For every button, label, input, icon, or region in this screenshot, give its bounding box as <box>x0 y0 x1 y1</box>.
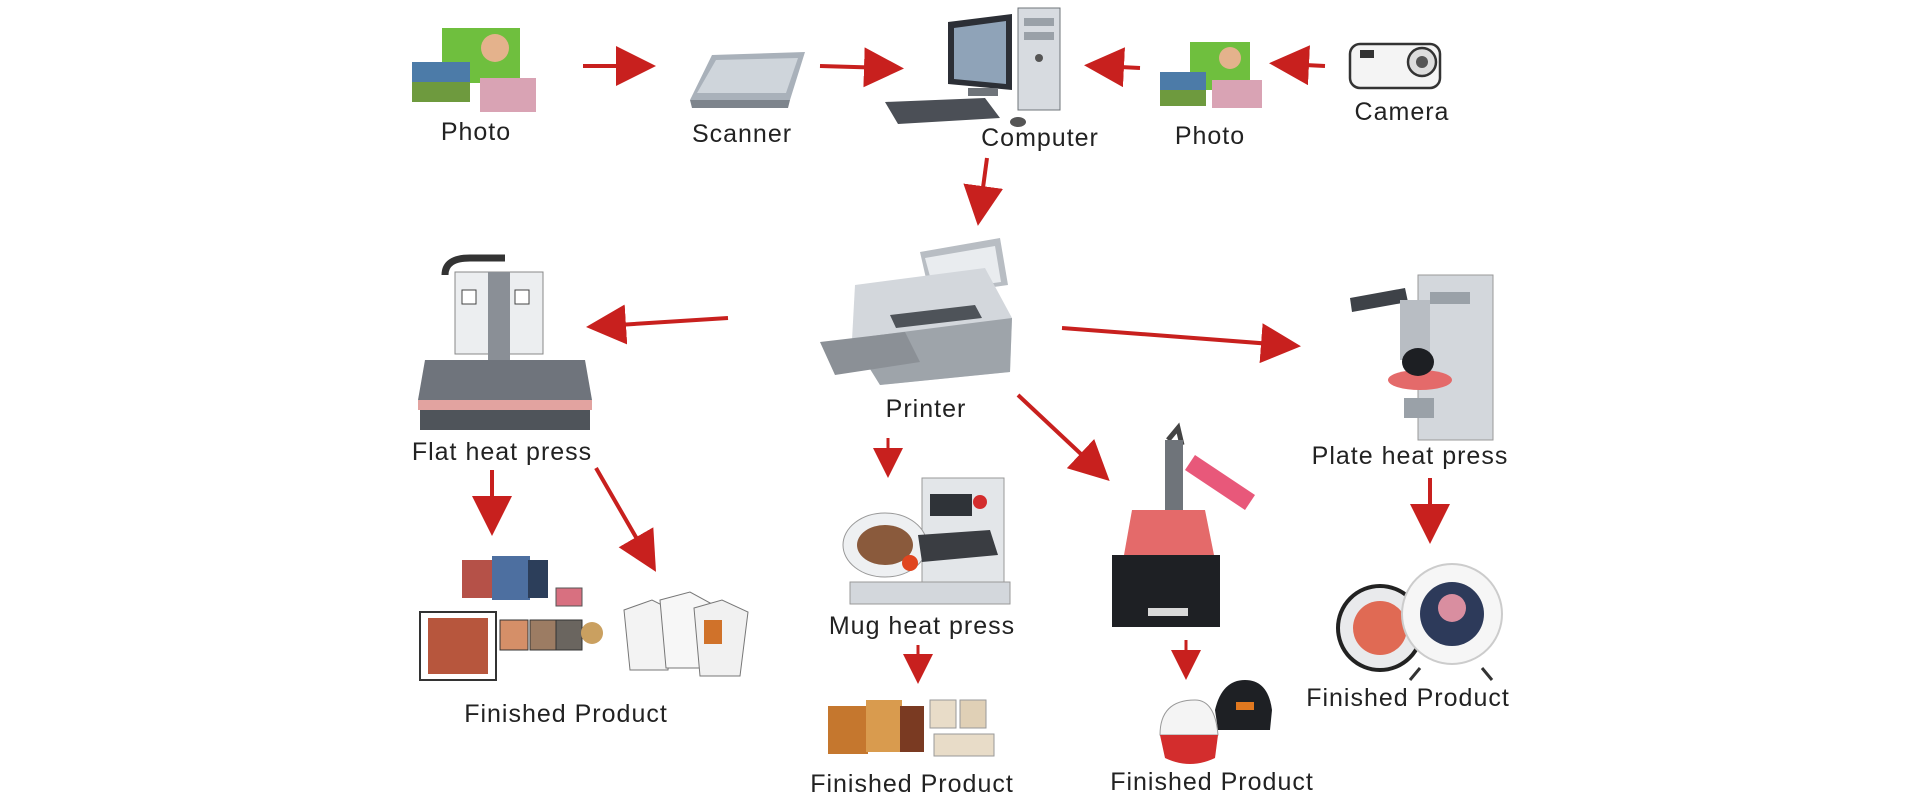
flat-heat-press-image <box>418 254 592 430</box>
photo-left-image <box>412 28 536 112</box>
label-computer: Computer <box>981 124 1099 152</box>
printer-image <box>820 238 1012 385</box>
label-flat-heat-press: Flat heat press <box>411 438 593 466</box>
arrow-printer-to-flat-press <box>586 304 729 345</box>
camera-image <box>1348 42 1442 90</box>
label-photo-left: Photo <box>440 118 512 146</box>
arrow-printer-to-plate-press <box>1061 323 1301 364</box>
label-camera: Camera <box>1354 98 1450 126</box>
label-photo-right: Photo <box>1174 122 1246 150</box>
label-printer: Printer <box>885 395 967 423</box>
finished-product-cap-image <box>1159 680 1272 764</box>
label-scanner: Scanner <box>691 120 793 148</box>
mug-heat-press-image <box>842 477 1011 605</box>
arrow-flat-to-finished-right <box>594 466 657 572</box>
scanner-image <box>690 52 805 108</box>
arrow-printer-to-cap-press <box>1016 393 1110 481</box>
cap-heat-press-image <box>1112 422 1255 627</box>
computer-image <box>885 7 1061 127</box>
arrow-scanner-to-computer <box>819 47 904 88</box>
label-finished-product-plate: Finished Product <box>1306 684 1510 712</box>
label-finished-product-mug: Finished Product <box>810 770 1014 798</box>
arrow-camera-to-photo <box>1269 45 1326 86</box>
label-finished-product-cap: Finished Product <box>1110 768 1314 796</box>
plate-heat-press-image <box>1350 274 1494 441</box>
arrow-computer-to-printer <box>963 157 1004 226</box>
finished-product-mug-image <box>828 699 995 757</box>
finished-product-flat-image <box>419 556 749 681</box>
arrow-photo-to-computer <box>1084 47 1141 88</box>
label-finished-product-flat: Finished Product <box>464 700 668 728</box>
photo-right-image <box>1160 42 1262 108</box>
finished-product-plate-image <box>1336 563 1503 681</box>
label-mug-heat-press: Mug heat press <box>828 612 1016 640</box>
label-plate-heat-press: Plate heat press <box>1311 442 1509 470</box>
